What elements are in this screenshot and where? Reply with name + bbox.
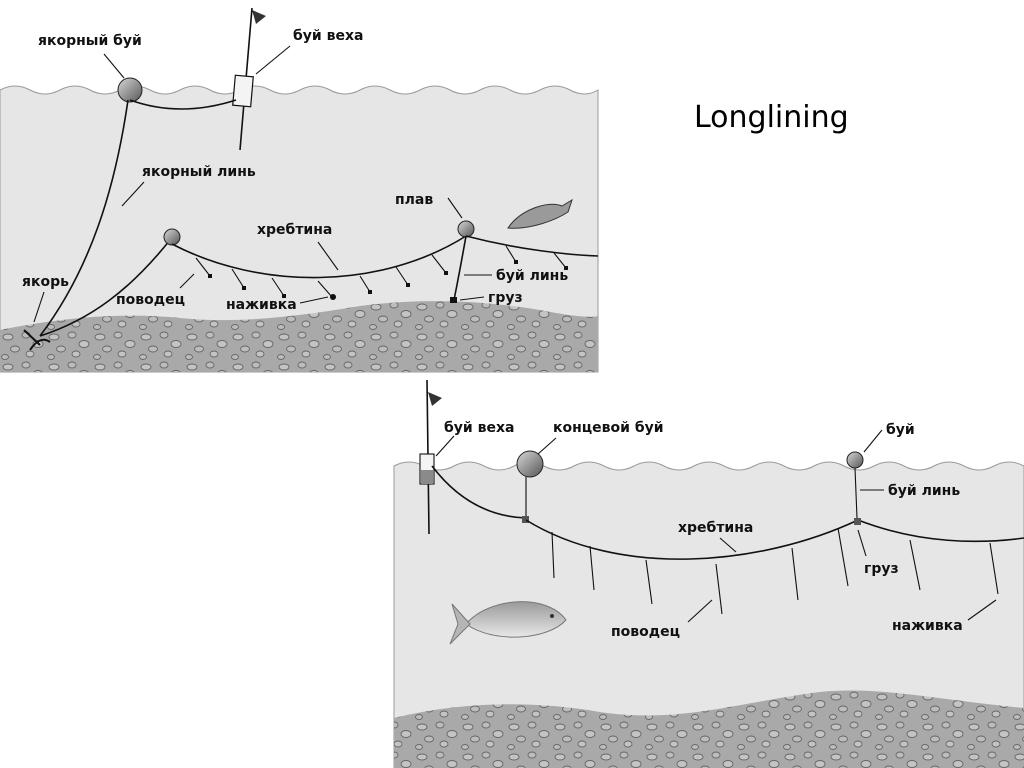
label-bottom-weight: груз [864, 561, 899, 577]
bottom-diagram: буй веха концевой буй буй буй линь хребт… [393, 379, 1024, 768]
label-bottom-mainline: хребтина [678, 520, 753, 536]
bottom-seabed [394, 690, 1024, 768]
top-anchor-line [39, 99, 129, 337]
label-top-mainline: хребтина [257, 222, 332, 238]
bottom-branch-lines [551, 527, 999, 615]
top-seabed [0, 301, 598, 372]
top-mainline [171, 235, 467, 279]
label-top-anchor-line: якорный линь [142, 164, 256, 180]
bottom-weight [854, 518, 861, 525]
top-diagram: якорный буй буй веха якорный линь плав х… [0, 7, 599, 373]
bottom-marker-buoy [419, 379, 442, 535]
label-top-anchor: якорь [22, 274, 69, 290]
top-weight [450, 297, 457, 303]
label-top-anchor-buoy: якорный буй [38, 33, 142, 49]
label-top-weight: груз [488, 290, 523, 306]
top-anchor [23, 329, 51, 351]
top-float [457, 220, 475, 238]
bottom-end-buoy [516, 450, 544, 478]
label-bottom-buoy: буй [886, 422, 915, 438]
bottom-buoy [846, 451, 864, 469]
label-top-branch-line: поводец [116, 292, 185, 308]
top-anchor-buoy [117, 77, 143, 103]
label-bottom-buoy-line: буй линь [888, 483, 960, 499]
label-bottom-end-buoy: концевой буй [553, 420, 664, 436]
label-bottom-bait: наживка [892, 618, 963, 634]
label-top-marker-buoy: буй веха [293, 28, 363, 44]
label-top-buoy-line: буй линь [496, 268, 568, 284]
bottom-fish [449, 601, 567, 645]
top-branch-lines [195, 245, 568, 300]
top-fish [507, 198, 573, 229]
top-marker-buoy [232, 7, 266, 151]
top-water [0, 85, 599, 373]
label-top-float: плав [395, 192, 433, 208]
label-bottom-branch-line: поводец [611, 624, 680, 640]
label-top-bait: наживка [226, 297, 297, 313]
slide-title: Longlining [694, 100, 849, 135]
label-bottom-marker-buoy: буй веха [444, 420, 514, 436]
bottom-mainline [525, 519, 1024, 560]
